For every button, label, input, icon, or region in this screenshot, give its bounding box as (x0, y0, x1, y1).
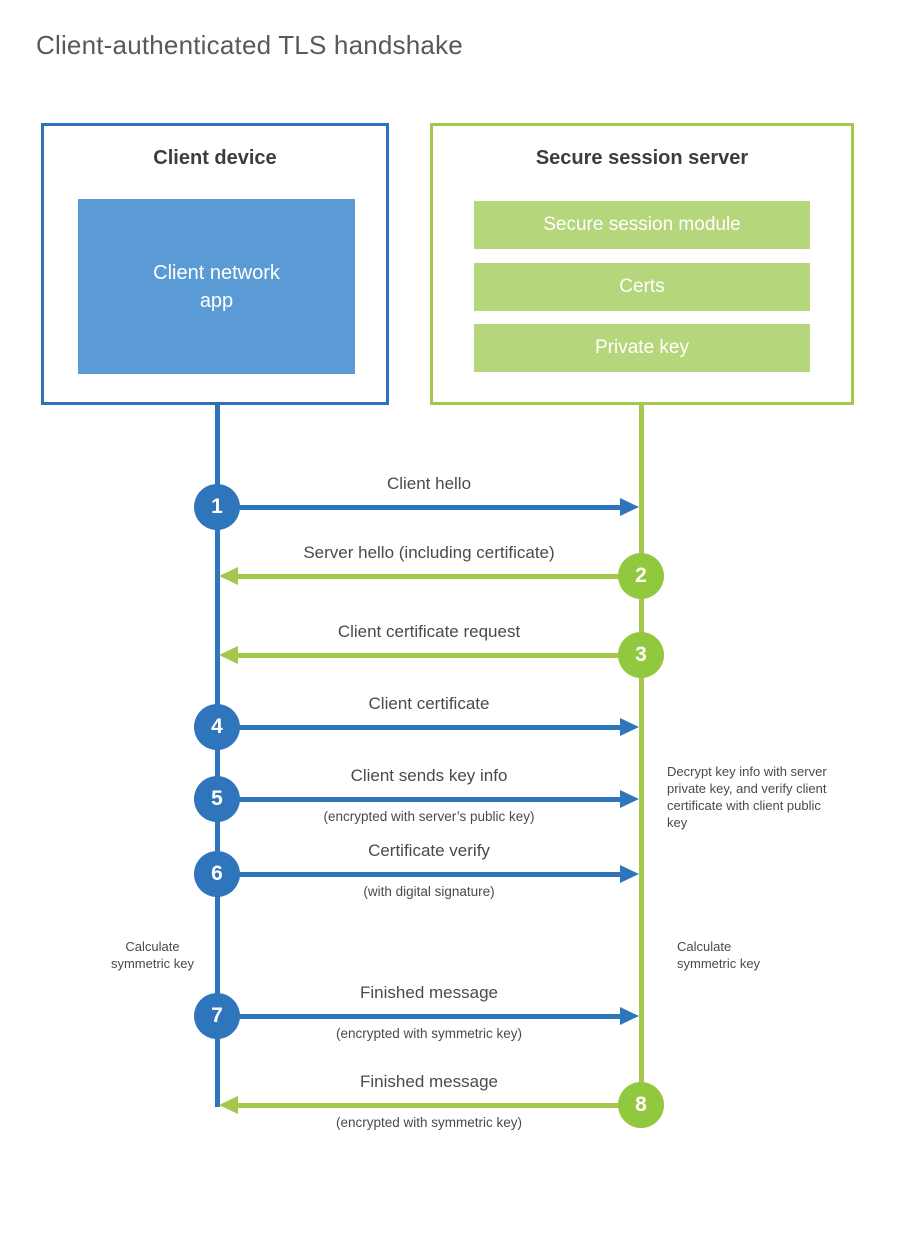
step-number-circle: 4 (194, 704, 240, 750)
server-lifeline (639, 405, 644, 1127)
step-sublabel: (encrypted with symmetric key) (335, 1026, 523, 1041)
arrow-head-right-icon (620, 718, 639, 736)
step-label: Server hello (including certificate) (303, 543, 555, 562)
arrow-head-left-icon (219, 1096, 238, 1114)
step-number-circle: 1 (194, 484, 240, 530)
arrow-head-right-icon (620, 1007, 639, 1025)
step-number-circle: 6 (194, 851, 240, 897)
step-arrow-line (237, 653, 641, 658)
step-arrow-line (237, 1103, 641, 1108)
client-device-title: Client device (153, 147, 277, 169)
arrow-head-left-icon (219, 567, 238, 585)
step-arrow-line (217, 872, 624, 877)
step-arrow-line (217, 1014, 624, 1019)
step-sublabel: (with digital signature) (363, 884, 495, 899)
arrow-head-left-icon (219, 646, 238, 664)
secure-session-server-title: Secure session server (535, 147, 749, 169)
decrypt-note: Decrypt key info with server private key… (667, 764, 827, 830)
step-label: Client hello (386, 474, 472, 493)
step-label: Client certificate request (337, 622, 521, 641)
step-label: Client sends key info (350, 766, 508, 785)
arrow-head-right-icon (620, 865, 639, 883)
step-number-circle: 7 (194, 993, 240, 1039)
page-title: Client-authenticated TLS handshake (36, 30, 463, 60)
step-arrow-line (217, 797, 624, 802)
step-number-circle: 5 (194, 776, 240, 822)
step-arrow-line (217, 505, 624, 510)
step-arrow-line (217, 725, 624, 730)
client-network-app-label: Client network app (153, 261, 280, 312)
step-sublabel: (encrypted with server’s public key) (323, 809, 535, 824)
client-network-app-box: Client network app (78, 199, 355, 374)
calc-symmetric-key-note-client: Calculate symmetric key (110, 939, 195, 971)
step-number-circle: 8 (618, 1082, 664, 1128)
step-arrow-line (237, 574, 641, 579)
server-module-bar: Secure session module (474, 201, 810, 249)
step-label: Client certificate (368, 694, 490, 713)
step-number-circle: 2 (618, 553, 664, 599)
step-label: Finished message (360, 1072, 498, 1091)
calc-symmetric-key-note-server: Calculate symmetric key (677, 939, 761, 971)
server-private-key-bar: Private key (474, 324, 810, 372)
arrow-head-right-icon (620, 790, 639, 808)
step-sublabel: (encrypted with symmetric key) (335, 1115, 523, 1130)
server-certs-bar: Certs (474, 263, 810, 311)
arrow-head-right-icon (620, 498, 639, 516)
step-number-circle: 3 (618, 632, 664, 678)
step-label: Certificate verify (368, 841, 490, 860)
client-lifeline (215, 405, 220, 1107)
step-label: Finished message (360, 983, 498, 1002)
